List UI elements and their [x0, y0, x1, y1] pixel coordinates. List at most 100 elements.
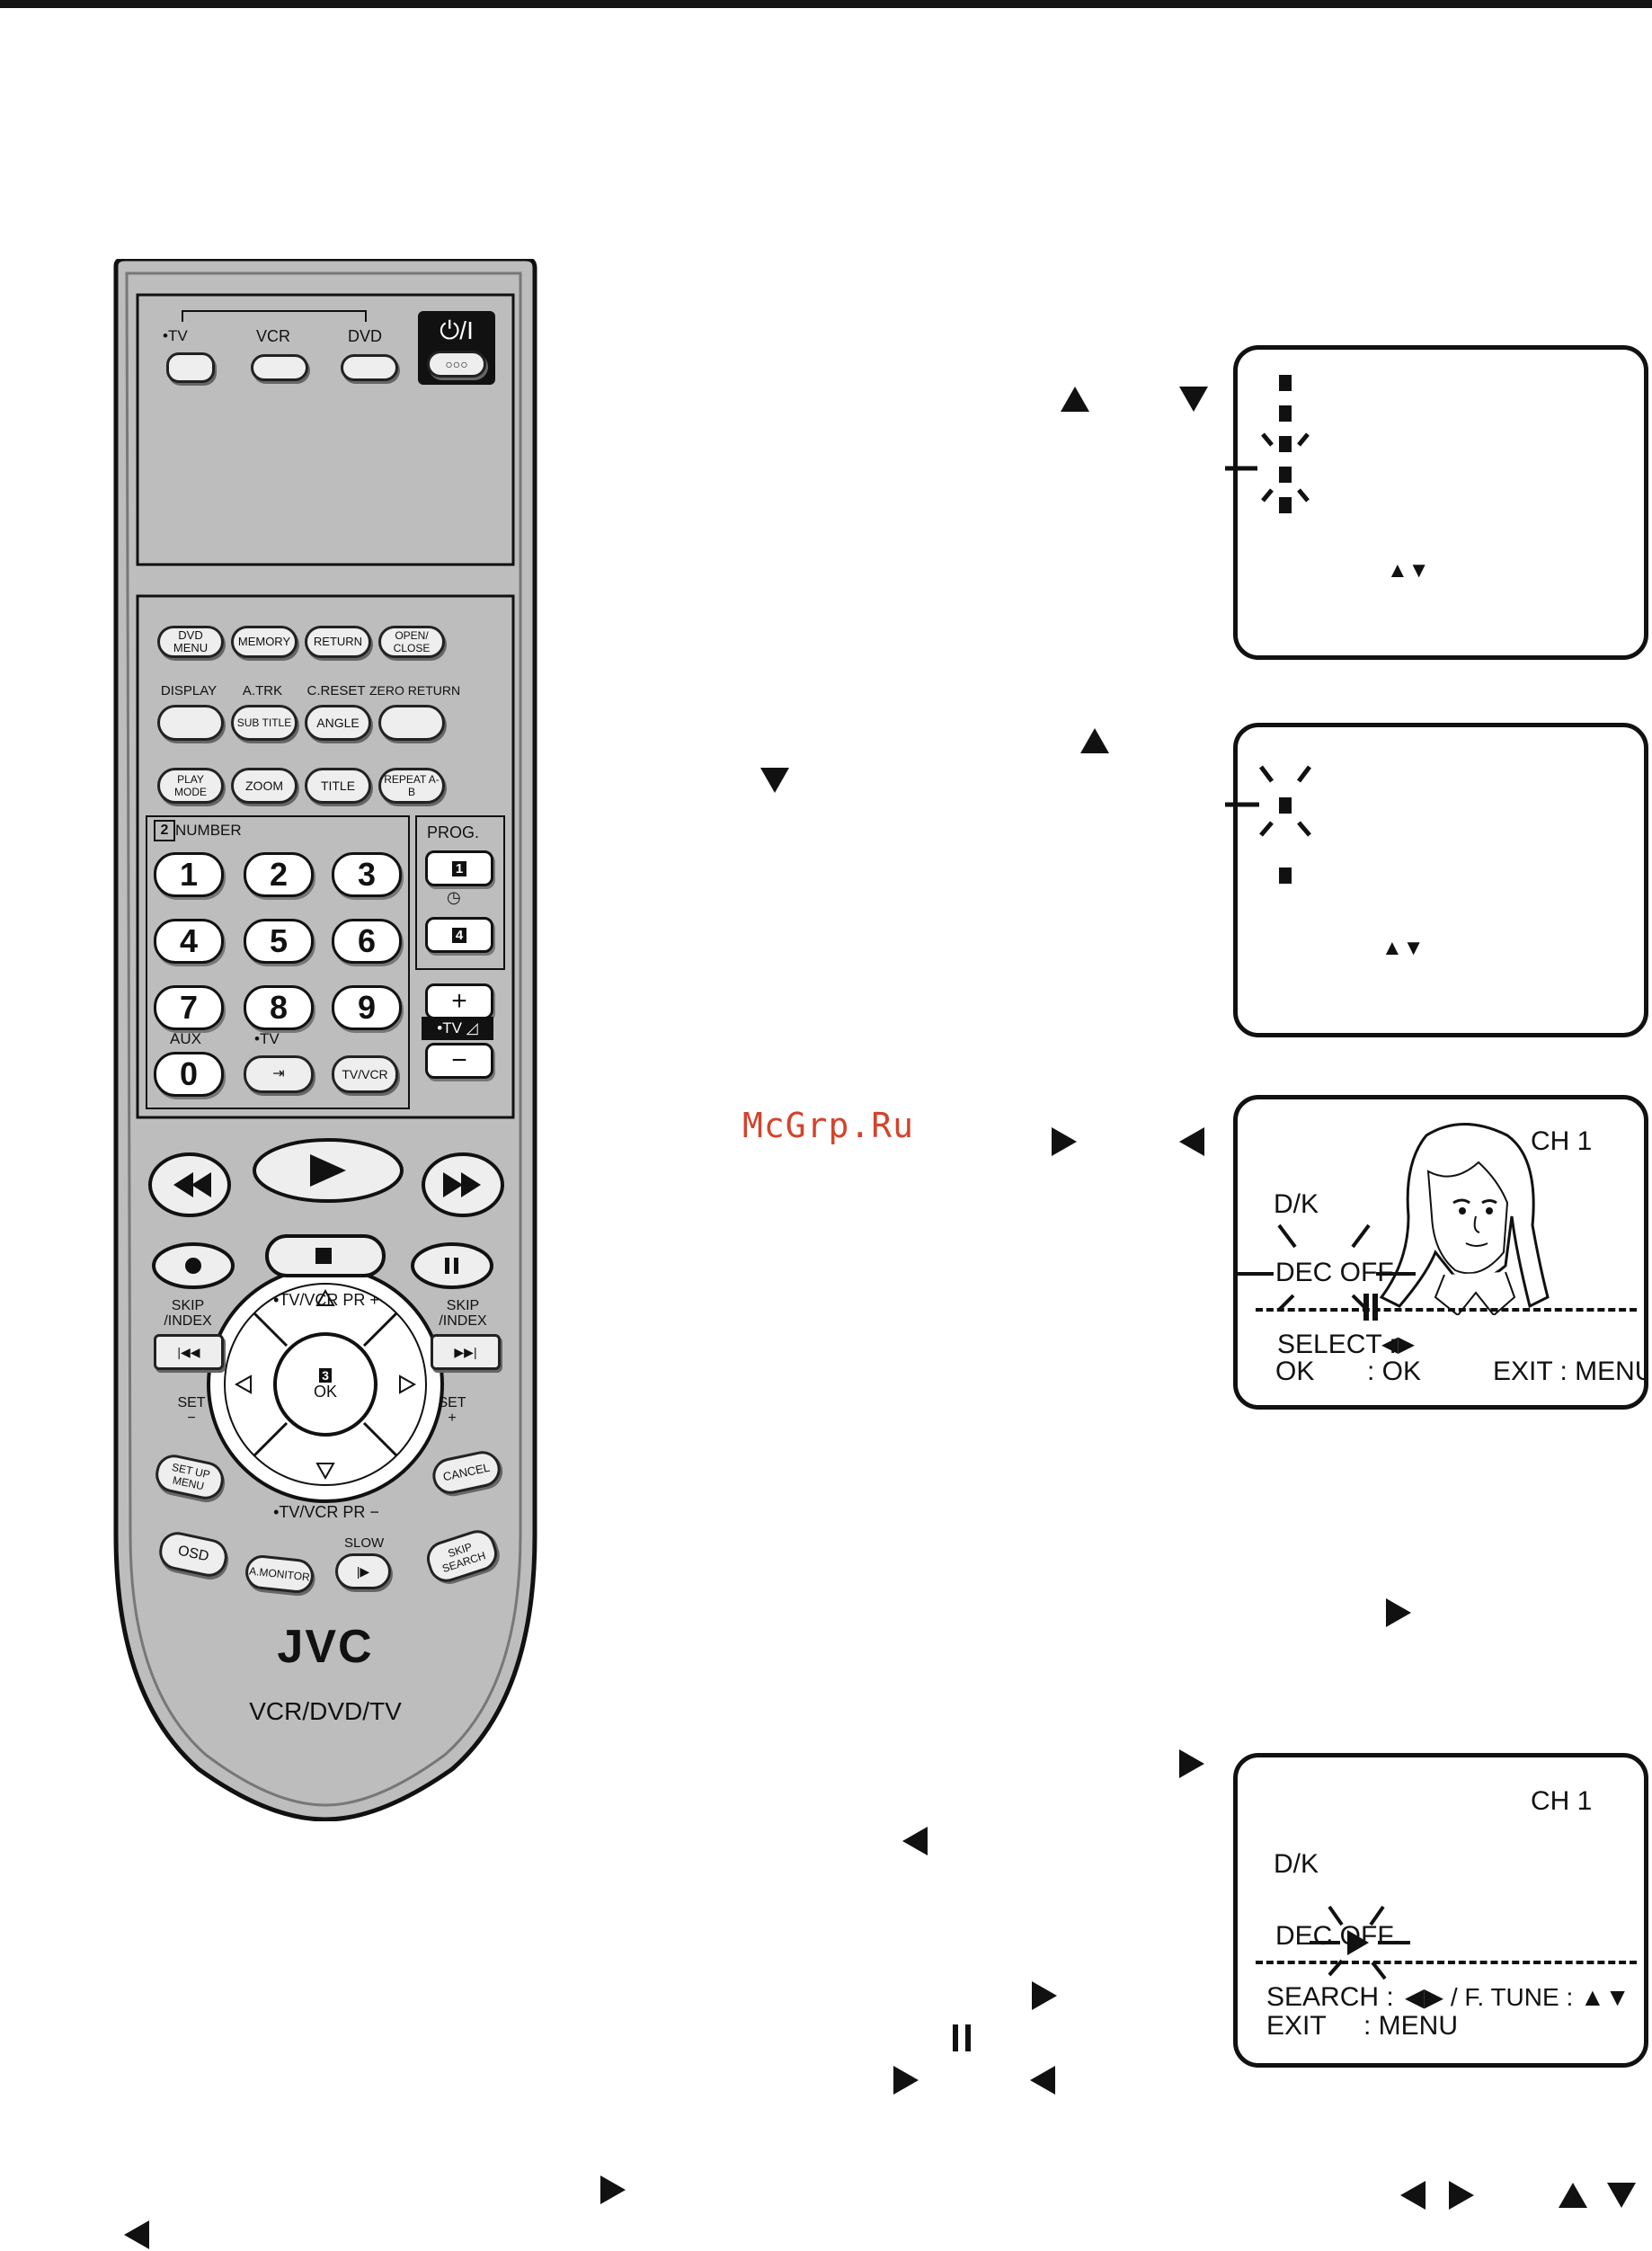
- zero-return-button[interactable]: [378, 705, 445, 741]
- left-arrow-icon: [1400, 2181, 1426, 2210]
- volume-up-button[interactable]: +: [425, 983, 493, 1019]
- tv-mode-label: •TV: [163, 327, 188, 344]
- select-arrows: ◀▶: [1381, 1332, 1415, 1357]
- zoom-button[interactable]: ZOOM: [231, 768, 298, 804]
- right-arrow-icon: [1449, 2181, 1474, 2210]
- ok-label: OK: [1275, 1357, 1315, 1386]
- search-arrows: ◀▶ / F. TUNE : ▲▼: [1405, 1983, 1630, 2011]
- select-label: SELECT :: [1277, 1330, 1397, 1359]
- number-label: NUMBER: [175, 822, 242, 839]
- fast-forward-button[interactable]: [423, 1154, 502, 1215]
- down-arrow-icon: [1179, 387, 1208, 412]
- pause-icon: [953, 2024, 971, 2051]
- up-arrow-icon: [1559, 2183, 1587, 2208]
- a-trk-label: A.TRK: [242, 683, 283, 698]
- channel-label: CH 1: [1531, 1786, 1593, 1816]
- decoder-label: DEC OFF: [1275, 1258, 1394, 1287]
- screen2-arrows: ▲▼: [1381, 936, 1425, 960]
- stop-button[interactable]: [267, 1236, 384, 1276]
- search-label: SEARCH :: [1266, 1982, 1394, 2012]
- prog-up-button[interactable]: 1: [425, 850, 493, 886]
- up-arrow-icon: [1061, 387, 1089, 412]
- pointer-line: [1238, 1272, 1274, 1276]
- pause-button[interactable]: [413, 1244, 492, 1287]
- vcr-mode-button[interactable]: [251, 354, 308, 381]
- dpad-left-button[interactable]: [211, 1336, 263, 1435]
- digit-3-button[interactable]: 3: [332, 852, 402, 897]
- skip-forward-button[interactable]: ▶▶|: [431, 1334, 501, 1370]
- open-close-button[interactable]: OPEN/ CLOSE: [378, 626, 445, 658]
- digit-0-button[interactable]: 0: [154, 1052, 224, 1097]
- right-arrow-icon: [1179, 1749, 1204, 1778]
- tv-screen-4: CH 1 D/K DEC OFF SEARCH : ◀▶ / F. TUNE :…: [1233, 1753, 1648, 2068]
- tv-mode-switch[interactable]: [166, 352, 215, 383]
- play-button[interactable]: [254, 1140, 402, 1201]
- left-arrow-icon: [1179, 1127, 1204, 1156]
- subtitle-button[interactable]: SUB TITLE: [231, 705, 298, 741]
- slow-label: SLOW: [344, 1535, 385, 1551]
- repeat-ab-button[interactable]: REPEAT A-B: [378, 768, 445, 804]
- channel-label: CH 1: [1531, 1126, 1593, 1156]
- left-arrow-icon: [124, 2220, 149, 2249]
- dpad-right-button[interactable]: [387, 1336, 440, 1435]
- digit-6-button[interactable]: 6: [332, 919, 402, 964]
- ok-button[interactable]: 3 OK: [275, 1334, 376, 1435]
- digit-7-button[interactable]: 7: [154, 985, 224, 1030]
- tv-screen-2: ▲▼: [1225, 723, 1648, 1037]
- volume-down-button[interactable]: −: [425, 1043, 493, 1079]
- right-arrow-icon: [1032, 1981, 1057, 2010]
- digit-8-button[interactable]: 8: [244, 985, 314, 1030]
- ok-value: : OK: [1367, 1357, 1422, 1386]
- return-button[interactable]: RETURN: [305, 626, 371, 658]
- slow-button[interactable]: |▶: [335, 1553, 391, 1589]
- exit-label: EXIT : MENU: [1493, 1357, 1648, 1386]
- dpad-up-button[interactable]: [276, 1284, 375, 1320]
- title-button[interactable]: TITLE: [305, 768, 371, 804]
- tv-screen-1: ▲▼: [1225, 345, 1648, 660]
- prog-key-4: 4: [451, 927, 467, 943]
- exit-label: EXIT: [1266, 2011, 1327, 2041]
- divider-dashed: [1256, 1961, 1637, 1964]
- prog-label: PROG.: [427, 823, 480, 841]
- skip-back-button[interactable]: |◀◀: [154, 1334, 224, 1370]
- dpad-down-button[interactable]: [276, 1449, 375, 1485]
- memory-button[interactable]: MEMORY: [231, 626, 298, 658]
- dvd-menu-button[interactable]: DVD MENU: [157, 626, 224, 658]
- digit-1-button[interactable]: 1: [154, 852, 224, 897]
- remote-control: •TV VCR DVD ⏻/I ○○○ DVD MENU MEMORY RETU…: [111, 259, 540, 1821]
- prog-key-1: 1: [451, 860, 467, 876]
- dvd-mode-button[interactable]: [341, 354, 398, 381]
- menu-marker: [1279, 405, 1292, 422]
- menu-marker-selected: [1279, 797, 1292, 814]
- left-arrow-icon: [1030, 2066, 1055, 2095]
- power-button[interactable]: ○○○: [427, 351, 486, 378]
- clock-icon: ◷: [447, 888, 461, 906]
- rewind-button[interactable]: [150, 1154, 229, 1215]
- blink-indicator: [1225, 432, 1310, 503]
- watermark: McGrp.Ru: [742, 1106, 915, 1145]
- digit-5-button[interactable]: 5: [244, 919, 314, 964]
- right-arrow-icon: [1386, 1598, 1411, 1627]
- digit-9-button[interactable]: 9: [332, 985, 402, 1030]
- menu-marker: [1279, 867, 1292, 884]
- digit-2-button[interactable]: 2: [244, 852, 314, 897]
- angle-button[interactable]: ANGLE: [305, 705, 371, 741]
- top-rule: [0, 0, 1652, 8]
- pause-icon: [1363, 1294, 1378, 1321]
- digit-4-button[interactable]: 4: [154, 919, 224, 964]
- display-button[interactable]: [157, 705, 224, 741]
- screen1-arrows: ▲▼: [1387, 558, 1430, 583]
- menu-marker: [1279, 497, 1292, 513]
- divider-dashed: [1256, 1308, 1637, 1312]
- record-button[interactable]: [154, 1244, 233, 1287]
- brand-logo: JVC: [277, 1621, 374, 1673]
- menu-marker-selected: [1279, 467, 1292, 483]
- right-arrow-icon: [600, 2175, 626, 2204]
- input-select-button[interactable]: ⇥: [244, 1055, 314, 1093]
- prog-down-button[interactable]: 4: [425, 917, 493, 953]
- blink-indicator: [1225, 765, 1311, 837]
- aux-label: AUX: [170, 1030, 201, 1047]
- tv-vcr-button[interactable]: TV/VCR: [332, 1055, 398, 1093]
- up-arrow-icon: [1080, 728, 1109, 753]
- play-mode-button[interactable]: PLAY MODE: [157, 768, 224, 804]
